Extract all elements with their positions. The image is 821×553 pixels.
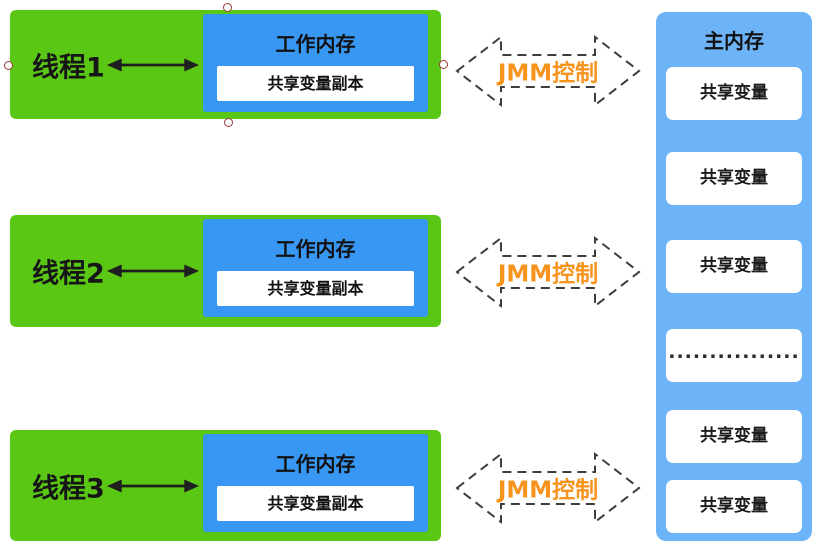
working-memory-box[interactable]: 工作内存 共享变量副本 — [203, 434, 428, 532]
shared-variable-cell-3[interactable]: 共享变量 — [666, 240, 802, 293]
jmm-control-label: JMM控制 — [497, 261, 599, 288]
working-memory-label: 工作内存 — [275, 32, 356, 56]
thread-2-box[interactable]: 线程2 工作内存 共享变量副本 — [10, 215, 441, 327]
shared-variable-label: 共享变量 — [700, 83, 768, 103]
thread-1-box[interactable]: 线程1 工作内存 共享变量副本 — [10, 10, 441, 119]
shared-variable-label: 共享变量 — [700, 426, 768, 446]
thread-3-box[interactable]: 线程3 工作内存 共享变量副本 — [10, 430, 441, 541]
shared-copy-label: 共享变量副本 — [267, 494, 364, 513]
shared-variable-label: 共享变量 — [700, 256, 768, 276]
ellipsis-cell[interactable]: ................ — [666, 329, 802, 382]
jmm-control-arrow-2[interactable]: JMM控制 — [455, 232, 641, 312]
shared-copy-box[interactable]: 共享变量副本 — [217, 66, 414, 101]
jmm-control-label: JMM控制 — [497, 60, 599, 87]
thread-1-label: 线程1 — [32, 52, 105, 83]
selection-handle-right[interactable] — [438, 59, 448, 69]
shared-variable-label: 共享变量 — [700, 496, 768, 516]
double-arrow-icon — [107, 264, 199, 278]
shared-variable-cell-4[interactable]: 共享变量 — [666, 410, 802, 463]
shared-variable-cell-2[interactable]: 共享变量 — [666, 152, 802, 205]
ellipsis-label: ................ — [668, 341, 800, 363]
dashed-double-arrow-icon — [455, 451, 641, 525]
working-memory-box[interactable]: 工作内存 共享变量副本 — [203, 219, 428, 317]
double-arrow-icon — [107, 58, 199, 71]
selection-handle-left[interactable] — [3, 60, 13, 70]
shared-copy-box[interactable]: 共享变量副本 — [217, 271, 414, 306]
shared-copy-label: 共享变量副本 — [267, 74, 364, 93]
main-memory-box[interactable]: 主内存 共享变量 共享变量 共享变量 ................ 共享变量… — [656, 12, 812, 541]
thread-3-label: 线程3 — [32, 473, 105, 504]
shared-variable-cell-5[interactable]: 共享变量 — [666, 480, 802, 533]
double-arrow-icon — [107, 479, 199, 492]
thread-2-label: 线程2 — [32, 258, 105, 290]
working-memory-label: 工作内存 — [275, 237, 356, 261]
dashed-double-arrow-icon — [455, 235, 641, 309]
selection-handle-top[interactable] — [222, 2, 232, 12]
jmm-control-label: JMM控制 — [497, 477, 599, 504]
selection-handle-bottom[interactable] — [223, 117, 233, 127]
shared-variable-label: 共享变量 — [700, 168, 768, 188]
working-memory-box[interactable]: 工作内存 共享变量副本 — [203, 14, 428, 112]
main-memory-title: 主内存 — [704, 29, 764, 53]
working-memory-label: 工作内存 — [275, 452, 356, 476]
shared-variable-cell-1[interactable]: 共享变量 — [666, 67, 802, 120]
jmm-control-arrow-3[interactable]: JMM控制 — [455, 448, 641, 528]
shared-copy-box[interactable]: 共享变量副本 — [217, 486, 414, 521]
dashed-double-arrow-icon — [455, 34, 641, 108]
jmm-control-arrow-1[interactable]: JMM控制 — [455, 31, 641, 111]
shared-copy-label: 共享变量副本 — [267, 279, 364, 298]
